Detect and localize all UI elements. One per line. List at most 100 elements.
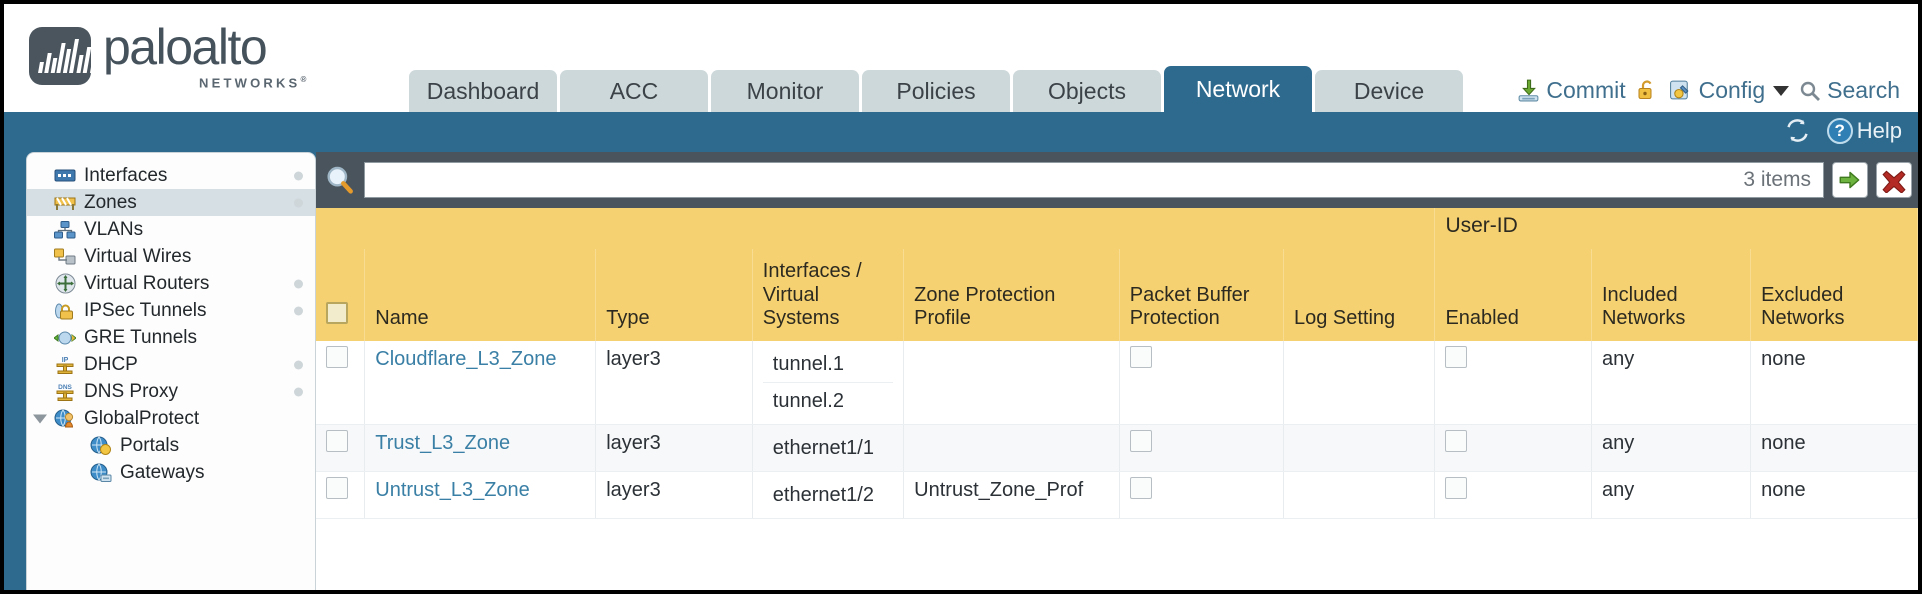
red-x-icon xyxy=(1882,170,1906,193)
row-select-cell[interactable] xyxy=(316,424,366,472)
search-input[interactable] xyxy=(365,164,1744,196)
expander-triangle-icon[interactable] xyxy=(33,414,47,423)
column-header-zone-protection-profile[interactable]: Zone Protection Profile xyxy=(903,248,1120,341)
config-menu-button[interactable]: Config xyxy=(1668,77,1790,104)
table-head: User-ID Name Type Interfaces / Virtual S… xyxy=(316,208,1918,341)
clear-filter-button[interactable] xyxy=(1876,162,1912,198)
tab-monitor[interactable]: Monitor xyxy=(711,70,859,112)
search-filter-icon[interactable] xyxy=(324,164,356,196)
tab-objects[interactable]: Objects xyxy=(1013,70,1161,112)
hdr-line-2: Protection xyxy=(1129,307,1220,330)
row-select-cell[interactable] xyxy=(316,471,366,519)
table-row[interactable]: Trust_L3_Zone layer3 ethernet1/1 xyxy=(316,424,1918,472)
tab-label: Monitor xyxy=(746,77,824,104)
sidebar-item-portals[interactable]: Portals xyxy=(27,432,315,459)
interface-entry: ethernet1/1 xyxy=(772,436,874,459)
hdr-line-2: Networks xyxy=(1601,307,1686,330)
column-header-userid-enabled[interactable]: Enabled xyxy=(1434,248,1592,341)
cell-excluded-networks: none xyxy=(1750,424,1918,472)
tab-acc[interactable]: ACC xyxy=(560,70,708,112)
cell-name[interactable]: Trust_L3_Zone xyxy=(364,424,597,472)
cell-name[interactable]: Cloudflare_L3_Zone xyxy=(364,340,597,425)
table-group-header-row: User-ID xyxy=(316,208,1918,249)
column-header-included-networks[interactable]: Included Networks xyxy=(1591,248,1752,341)
sidebar-item-gre-tunnels[interactable]: GRE Tunnels xyxy=(27,324,315,351)
select-all-header[interactable] xyxy=(316,248,366,341)
column-header-excluded-networks[interactable]: Excluded Networks xyxy=(1750,248,1918,341)
sidebar-item-interfaces[interactable]: Interfaces xyxy=(27,162,315,189)
search-button[interactable]: Search xyxy=(1798,77,1900,104)
tab-dashboard[interactable]: Dashboard xyxy=(409,70,557,112)
sidebar-item-globalprotect[interactable]: GlobalProtect xyxy=(27,405,315,432)
userid-enabled-checkbox[interactable] xyxy=(1445,345,1468,368)
cell-log-setting xyxy=(1283,471,1436,519)
band-actions: ? Help xyxy=(1784,117,1902,144)
status-dot xyxy=(294,198,303,207)
tab-label: ACC xyxy=(609,77,659,104)
sidebar-item-virtual-routers[interactable]: Virtual Routers xyxy=(27,270,315,297)
cell-userid-enabled[interactable] xyxy=(1434,424,1592,472)
sidebar-item-label: DHCP xyxy=(84,353,138,375)
table-row[interactable]: Cloudflare_L3_Zone layer3 tunnel.1 tunne… xyxy=(316,340,1918,425)
packet-buffer-checkbox[interactable] xyxy=(1129,476,1152,499)
cell-log-setting xyxy=(1283,340,1436,425)
cell-packet-buffer-protection[interactable] xyxy=(1119,340,1284,425)
column-header-name[interactable]: Name xyxy=(364,248,597,341)
hdr-line-3: Systems xyxy=(762,307,840,330)
sidebar-item-label: DNS Proxy xyxy=(84,380,178,402)
sidebar-item-label: IPSec Tunnels xyxy=(84,299,207,321)
userid-enabled-checkbox[interactable] xyxy=(1445,429,1468,452)
sidebar-item-label: VLANs xyxy=(84,218,144,240)
row-checkbox[interactable] xyxy=(326,429,348,452)
cell-name[interactable]: Untrust_L3_Zone xyxy=(364,471,597,519)
cell-excluded-networks: none xyxy=(1750,471,1918,519)
interface-entry: tunnel.1 xyxy=(762,346,894,383)
userid-enabled-checkbox[interactable] xyxy=(1445,476,1468,499)
cell-packet-buffer-protection[interactable] xyxy=(1119,471,1284,519)
paloalto-logo: paloalto NETWORKS® xyxy=(29,22,310,89)
apply-filter-button[interactable] xyxy=(1832,162,1868,198)
column-header-packet-buffer-protection[interactable]: Packet Buffer Protection xyxy=(1119,248,1284,341)
refresh-icon[interactable] xyxy=(1784,117,1811,144)
row-checkbox[interactable] xyxy=(326,476,348,499)
vlans-icon xyxy=(53,220,77,240)
cell-userid-enabled[interactable] xyxy=(1434,340,1592,425)
sidebar-item-gateways[interactable]: Gateways xyxy=(27,459,315,486)
zone-name-link[interactable]: Untrust_L3_Zone xyxy=(375,478,530,501)
sidebar-item-zones[interactable]: Zones xyxy=(27,189,315,216)
cell-type: layer3 xyxy=(595,424,753,472)
sidebar-item-dns-proxy[interactable]: DNS DNS Proxy xyxy=(27,378,315,405)
tab-device[interactable]: Device xyxy=(1315,70,1463,112)
question-mark-icon: ? xyxy=(1826,117,1853,144)
packet-buffer-checkbox[interactable] xyxy=(1129,345,1152,368)
select-all-checkbox[interactable] xyxy=(326,302,348,325)
top-header-bar: paloalto NETWORKS® Dashboard ACC Monitor… xyxy=(4,4,1918,112)
row-checkbox[interactable] xyxy=(326,345,348,368)
column-header-log-setting[interactable]: Log Setting xyxy=(1283,248,1436,341)
table-row[interactable]: Untrust_L3_Zone layer3 ethernet1/2 Untru… xyxy=(316,471,1918,519)
help-link[interactable]: ? Help xyxy=(1826,117,1902,144)
tab-policies[interactable]: Policies xyxy=(862,70,1010,112)
group-header-userid: User-ID xyxy=(1434,208,1918,249)
unlock-button[interactable] xyxy=(1635,78,1659,103)
status-dot xyxy=(294,279,303,288)
cell-packet-buffer-protection[interactable] xyxy=(1119,424,1284,472)
sidebar-item-virtual-wires[interactable]: Virtual Wires xyxy=(27,243,315,270)
packet-buffer-checkbox[interactable] xyxy=(1129,429,1152,452)
sidebar-item-ipsec-tunnels[interactable]: IPSec Tunnels xyxy=(27,297,315,324)
search-input-wrapper[interactable]: 3 items xyxy=(364,162,1824,198)
zone-name-link[interactable]: Trust_L3_Zone xyxy=(375,431,511,454)
sidebar-item-label: Virtual Wires xyxy=(84,245,192,267)
sidebar-item-vlans[interactable]: VLANs xyxy=(27,216,315,243)
zone-name-link[interactable]: Cloudflare_L3_Zone xyxy=(375,347,557,370)
green-arrow-icon xyxy=(1839,171,1860,189)
tab-network[interactable]: Network xyxy=(1164,66,1312,112)
sidebar-item-label: Gateways xyxy=(120,461,205,483)
row-select-cell[interactable] xyxy=(316,340,366,425)
cell-userid-enabled[interactable] xyxy=(1434,471,1592,519)
sidebar-item-dhcp[interactable]: IP DHCP xyxy=(27,351,315,378)
column-header-type[interactable]: Type xyxy=(595,248,753,341)
commit-button[interactable]: Commit xyxy=(1516,77,1626,104)
cell-log-setting xyxy=(1283,424,1436,472)
column-header-interfaces[interactable]: Interfaces / Virtual Systems xyxy=(752,248,905,341)
